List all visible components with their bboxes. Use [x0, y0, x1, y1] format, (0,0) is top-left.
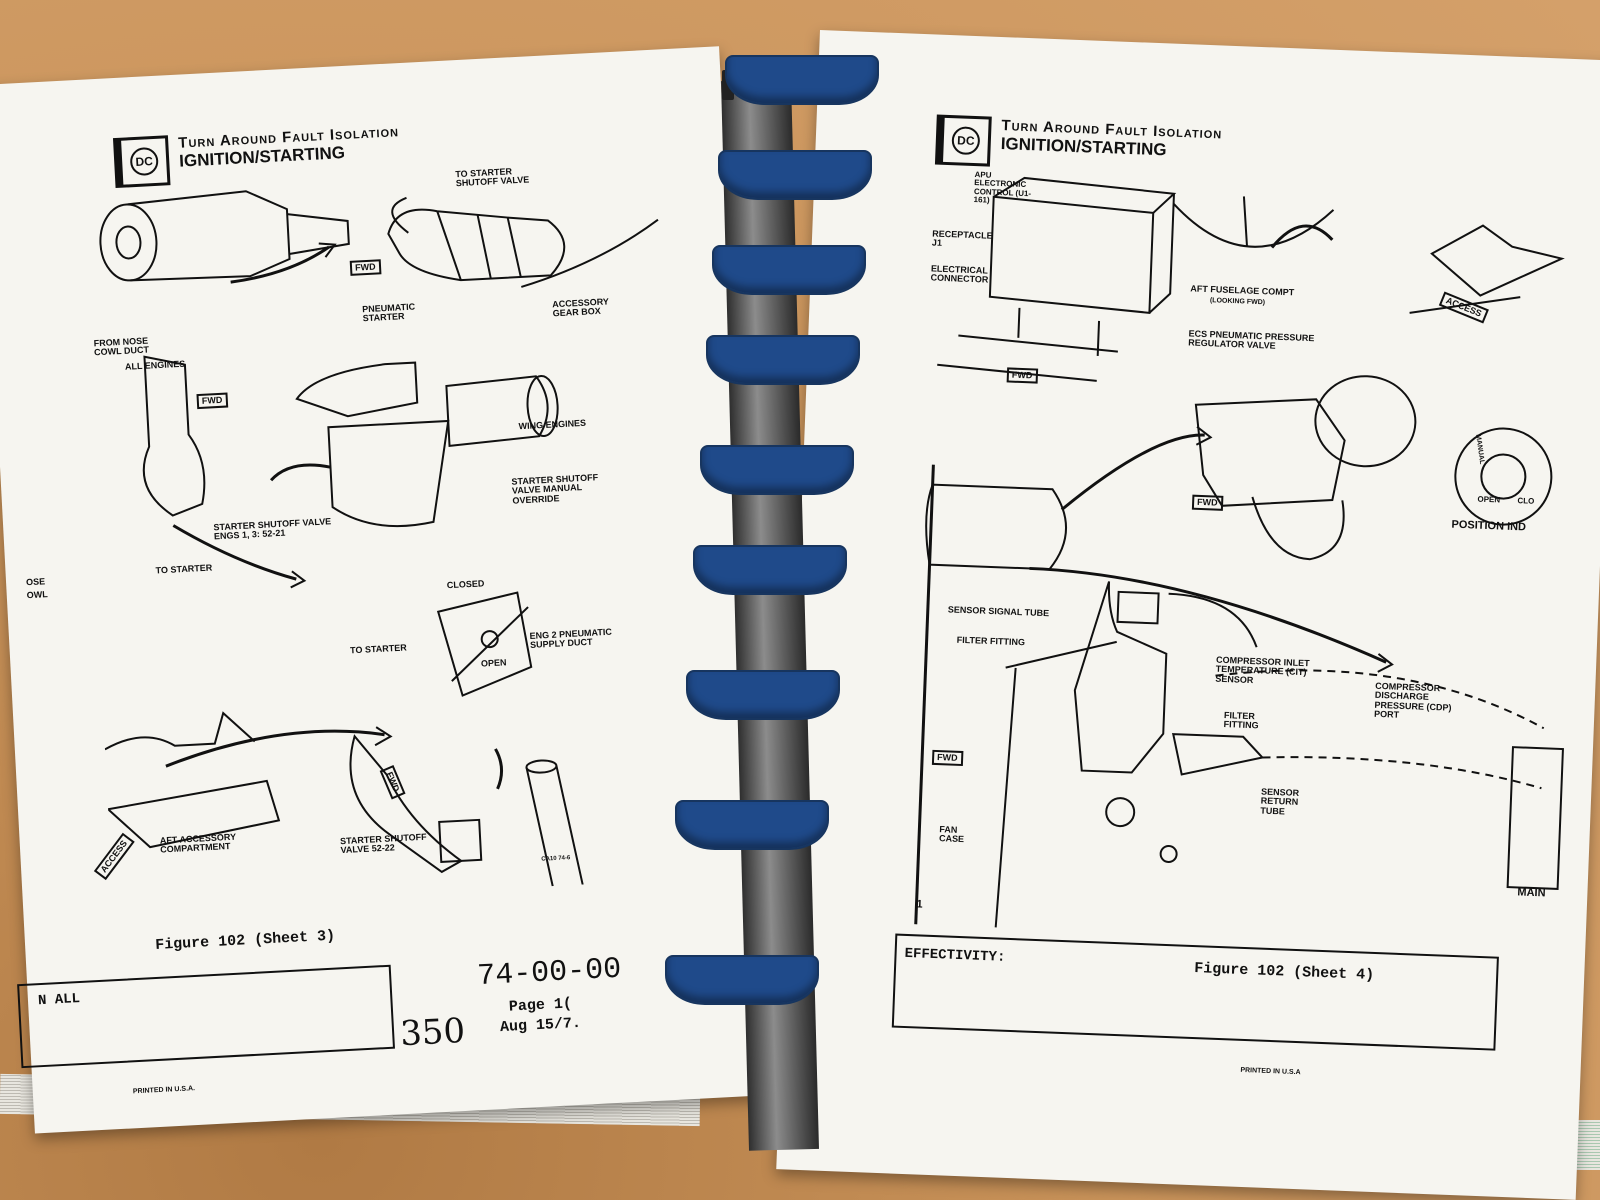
dc-logo-icon: DC: [934, 114, 992, 167]
page-number: Page 1(: [508, 995, 573, 1016]
engine-diagram-sheet3: [99, 190, 659, 887]
binding-ring: [718, 150, 872, 200]
fwd-indicator-3: FWD: [931, 749, 963, 767]
effectivity-box: [17, 964, 395, 1069]
engine-diagram-sheet4: [914, 176, 1565, 928]
label-fan-case: FAN CASE: [938, 824, 965, 845]
label-apu-control: APU ELECTRONIC CONTROL (U1-161): [973, 170, 1032, 205]
doc-number: 74-00-00: [476, 952, 623, 995]
label-partial-owl: OWL: [26, 589, 49, 601]
label-filter-fitting-2: FILTER FITTING: [1223, 710, 1259, 731]
label-manual-override: STARTER SHUTOFF VALVE MANUAL OVERRIDE: [511, 472, 599, 506]
binding-ring: [712, 245, 866, 295]
binding-ring: [686, 670, 840, 720]
right-page: DC Turn Around Fault Isolation IGNITION/…: [776, 30, 1600, 1200]
binding-ring: [725, 55, 879, 105]
binding-ring: [700, 445, 854, 495]
printed-notice: PRINTED IN U.S.A.: [132, 1085, 196, 1096]
binding-ring: [693, 545, 847, 595]
fwd-indicator-2: FWD: [196, 392, 228, 410]
binding-ring: [665, 955, 819, 1005]
fwd-indicator-1: FWD: [1191, 494, 1223, 512]
label-cit-sensor: COMPRESSOR INLET TEMPERATURE (CIT) SENSO…: [1215, 654, 1310, 685]
label-main-partial: MAIN: [1517, 886, 1546, 900]
fwd-indicator-2: FWD: [1006, 367, 1038, 385]
label-close-partial: CLO: [1517, 496, 1535, 506]
handwritten-page-number: 350: [399, 1010, 467, 1055]
effectivity-text: N ALL: [37, 991, 81, 1010]
label-cdp-port: COMPRESSOR DISCHARGE PRESSURE (CDP) PORT: [1373, 680, 1452, 721]
binding-ring: [675, 800, 829, 850]
fwd-indicator-1: FWD: [349, 259, 381, 277]
figure-caption: Figure 102 (Sheet 3): [154, 927, 336, 954]
label-partial-hose: OSE: [25, 576, 46, 588]
label-sensor-return-tube: SENSOR RETURN TUBE: [1260, 786, 1300, 817]
label-open: OPEN: [1477, 494, 1501, 505]
label-closed: CLOSED: [446, 578, 485, 591]
label-receptacle: RECEPTACLE J1: [931, 228, 993, 249]
binding-ring: [706, 335, 860, 385]
item-number: 1: [916, 898, 923, 911]
page-date: Aug 15/7.: [499, 1014, 582, 1037]
dc-logo-icon: DC: [112, 135, 171, 189]
label-open: OPEN: [480, 657, 507, 669]
printed-notice: PRINTED IN U.S.A: [1240, 1066, 1301, 1077]
left-page: DC Turn Around Fault Isolation IGNITION/…: [0, 46, 774, 1134]
label-electrical-connector: ELECTRICAL CONNECTOR: [930, 263, 989, 286]
label-accessory-gear-box: ACCESSORY GEAR BOX: [552, 296, 609, 319]
